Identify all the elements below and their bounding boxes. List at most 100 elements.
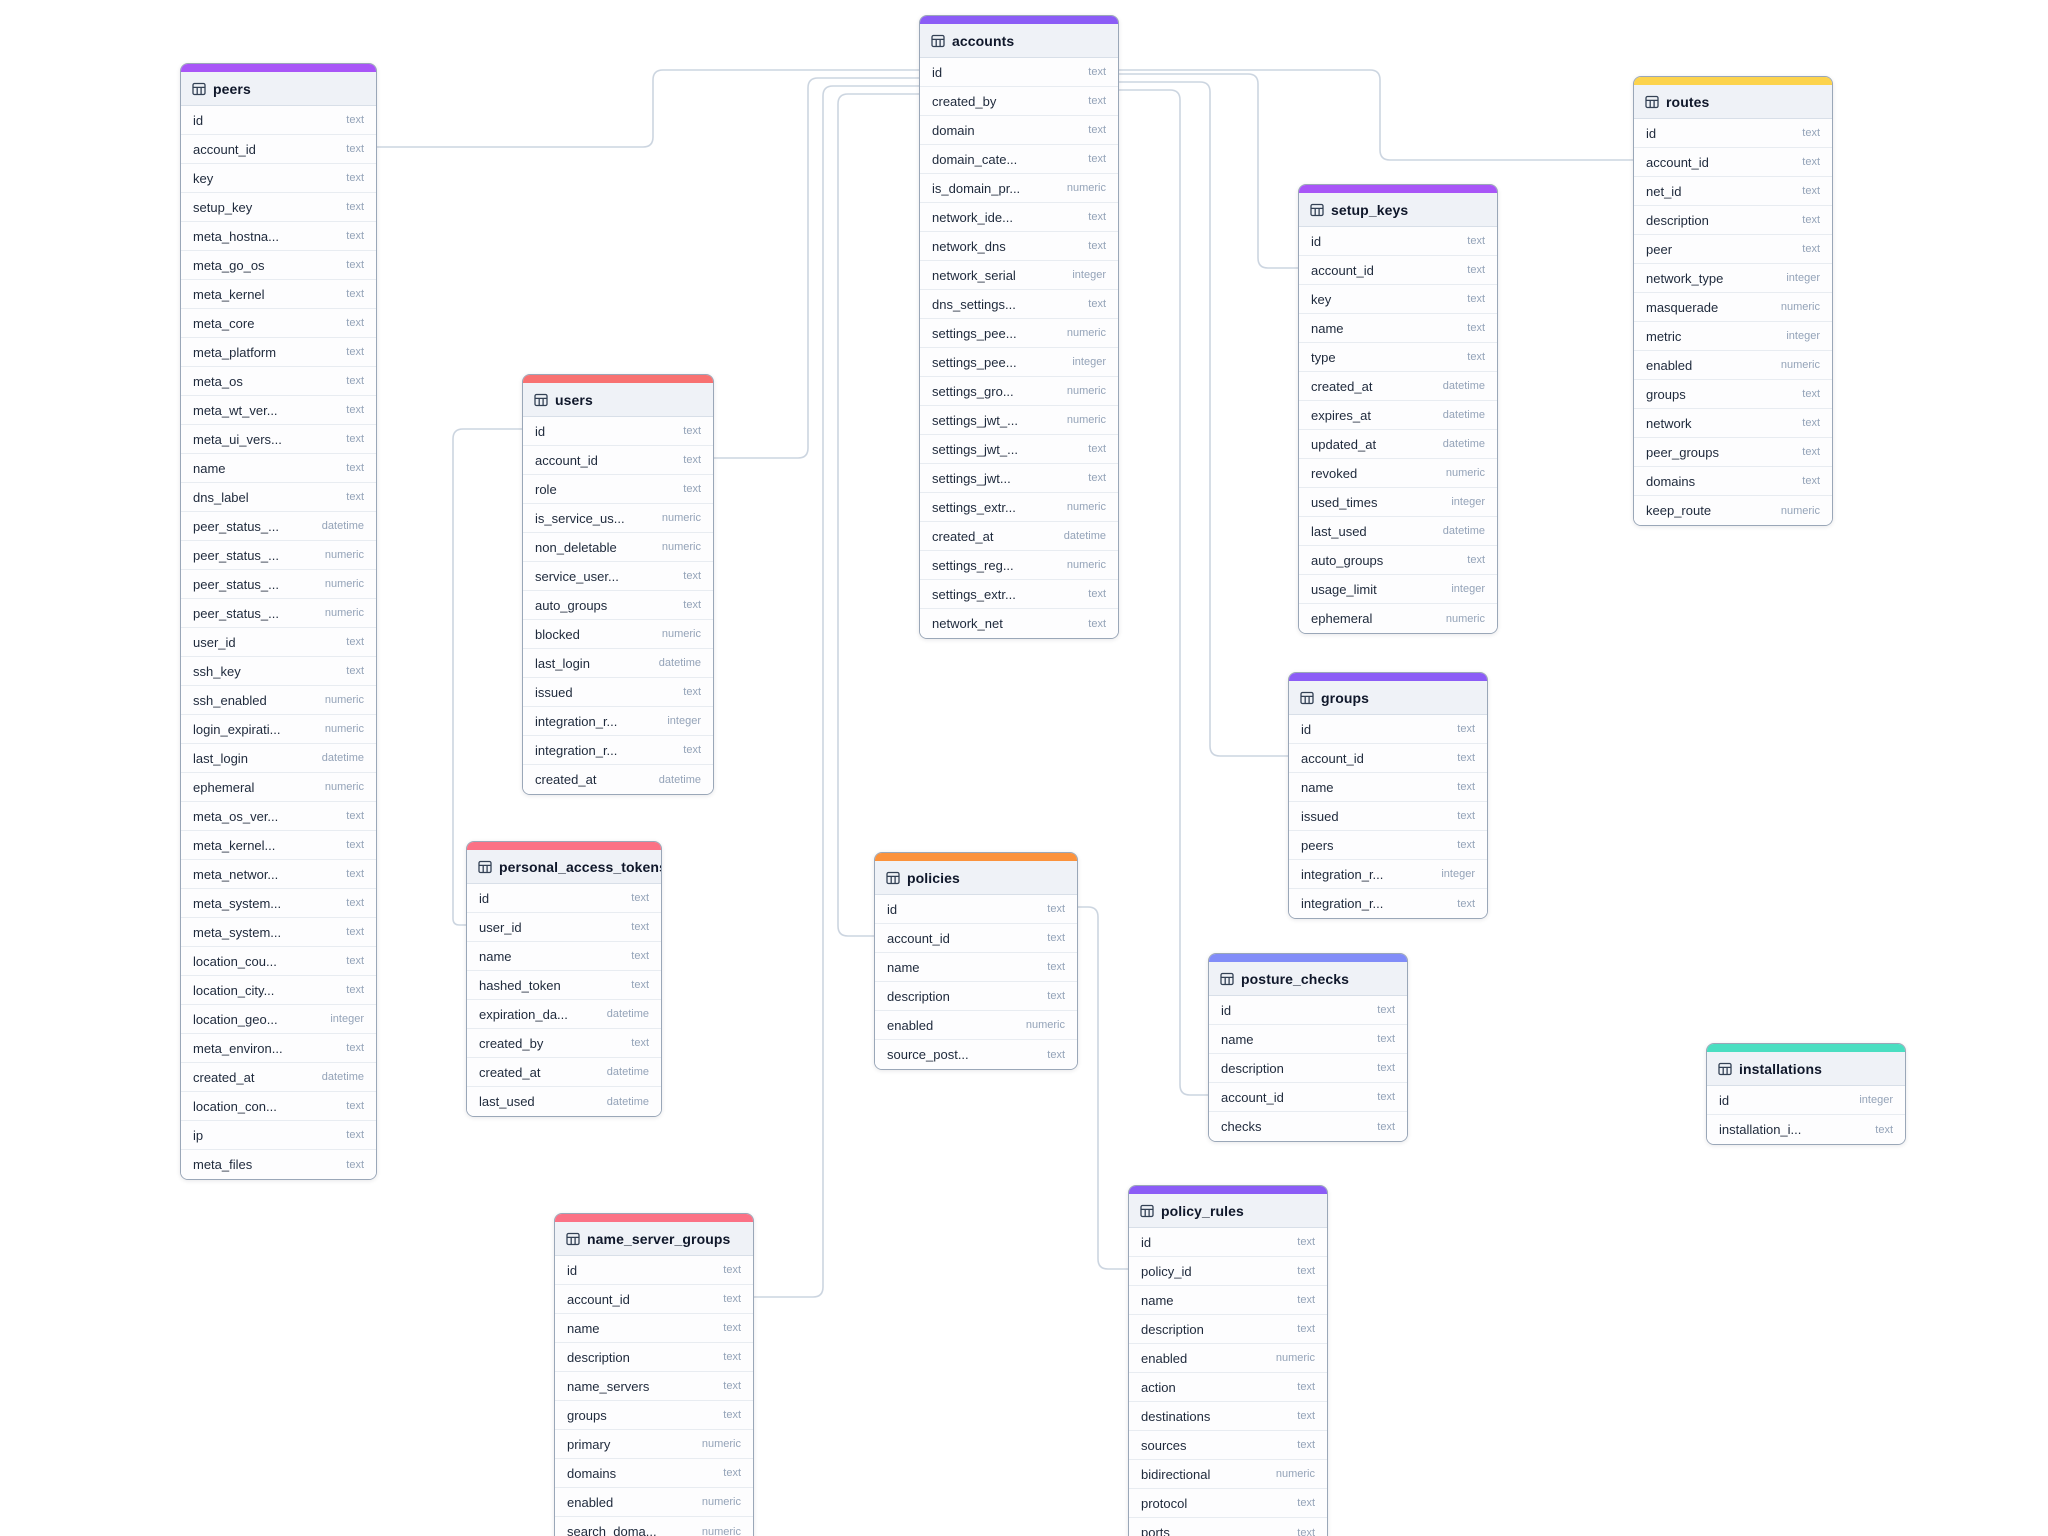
field-row-users[interactable]: service_user...text xyxy=(523,562,713,591)
field-row-peers[interactable]: location_geo...integer xyxy=(181,1005,376,1034)
table-header[interactable]: policy_rules xyxy=(1129,1194,1327,1228)
field-row-peers[interactable]: location_con...text xyxy=(181,1092,376,1121)
field-row-peers[interactable]: peer_status_...numeric xyxy=(181,570,376,599)
table-header[interactable]: posture_checks xyxy=(1209,962,1407,996)
field-row-accounts[interactable]: settings_extr...numeric xyxy=(920,493,1118,522)
field-row-peers[interactable]: login_expirati...numeric xyxy=(181,715,376,744)
field-row-accounts[interactable]: is_domain_pr...numeric xyxy=(920,174,1118,203)
field-row-peers[interactable]: peer_status_...datetime xyxy=(181,512,376,541)
field-row-peers[interactable]: location_city...text xyxy=(181,976,376,1005)
field-row-peers[interactable]: meta_environ...text xyxy=(181,1034,376,1063)
field-row-peers[interactable]: meta_system...text xyxy=(181,889,376,918)
field-row-peers[interactable]: meta_hostna...text xyxy=(181,222,376,251)
field-row-users[interactable]: is_service_us...numeric xyxy=(523,504,713,533)
table-header[interactable]: personal_access_tokens xyxy=(467,850,661,884)
field-row-accounts[interactable]: dns_settings...text xyxy=(920,290,1118,319)
field-row-accounts[interactable]: network_ide...text xyxy=(920,203,1118,232)
field-row-accounts[interactable]: settings_pee...numeric xyxy=(920,319,1118,348)
field-row-accounts[interactable]: settings_pee...integer xyxy=(920,348,1118,377)
table-header[interactable]: routes xyxy=(1634,85,1832,119)
field-row-peers[interactable]: peer_status_...numeric xyxy=(181,599,376,628)
field-row-users[interactable]: integration_r...text xyxy=(523,736,713,765)
field-row-accounts[interactable]: settings_reg...numeric xyxy=(920,551,1118,580)
field-row-personal_access_tokens[interactable]: expiration_da...datetime xyxy=(467,1000,661,1029)
field-row-accounts[interactable]: settings_extr...text xyxy=(920,580,1118,609)
